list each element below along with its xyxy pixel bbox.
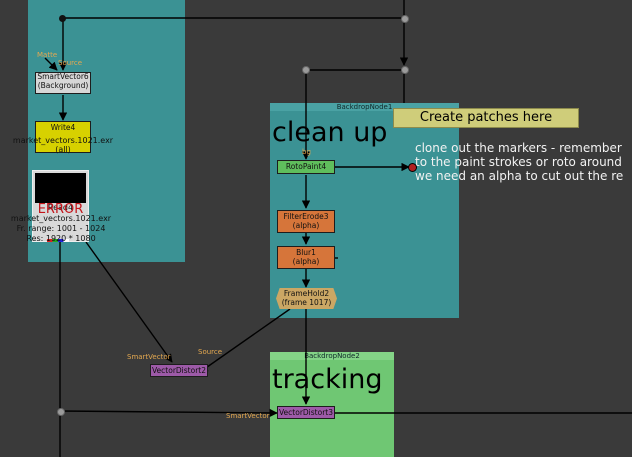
dot-node[interactable] <box>408 163 417 172</box>
note-line: clone out the markers - remember <box>415 141 622 155</box>
node-vectordistort2[interactable]: VectorDistort2 <box>150 364 208 377</box>
input-label-source: Source <box>58 59 83 67</box>
node-frame-range: Fr. range: 1001 - 1024 <box>16 224 106 233</box>
node-read[interactable]: Read4 ERROR <box>32 170 89 242</box>
backdrop-title: BackdropNode1 <box>270 103 459 111</box>
dot-node[interactable] <box>57 408 65 416</box>
input-label-smartvector: SmartVector <box>127 353 171 361</box>
dot-node[interactable] <box>302 66 310 74</box>
node-subtitle: (frame 1017) <box>281 297 332 307</box>
node-name: SmartVector6 <box>37 72 89 81</box>
node-vectordistort3[interactable]: VectorDistort3 <box>277 406 335 419</box>
node-name: FrameHold2 <box>283 289 330 298</box>
node-smartvector6[interactable]: SmartVector6 (Background) <box>35 72 91 94</box>
node-name: VectorDistort3 <box>279 408 333 417</box>
dot-node[interactable] <box>59 15 66 22</box>
node-name: Blur1 <box>296 248 316 257</box>
node-rotopaint4[interactable]: RotoPaint4 <box>277 160 335 174</box>
input-label-smartvector: SmartVector <box>226 412 270 420</box>
sticky-note-create-patches[interactable]: Create patches here <box>393 108 579 128</box>
dot-node[interactable] <box>401 66 409 74</box>
read-error-label: ERROR <box>37 202 84 217</box>
node-name: VectorDistort2 <box>152 366 206 375</box>
node-subtitle: (Background) <box>37 80 89 90</box>
node-subtitle: (all) <box>55 145 71 154</box>
backdrop-title: BackdropNode2 <box>270 352 394 360</box>
node-name: FilterErode3 <box>283 212 329 221</box>
node-write4[interactable]: Write4 <box>35 121 91 153</box>
node-framehold2[interactable]: FrameHold2 (frame 1017) <box>276 288 337 309</box>
note-line: we need an alpha to cut out the re <box>415 169 624 183</box>
node-filtererode3[interactable]: FilterErode3 (alpha) <box>277 210 335 233</box>
node-file-label: market_vectors.1021.exr <box>10 214 112 223</box>
node-resolution: Res: 1920 * 1080 <box>26 234 96 243</box>
node-subtitle: (alpha) <box>292 256 320 266</box>
dot-node[interactable] <box>401 15 409 23</box>
node-name: Write4 <box>50 123 76 132</box>
channel-indicator <box>47 239 69 242</box>
read-thumbnail <box>35 173 86 203</box>
node-file-label: market_vectors.1021.exr <box>12 136 114 145</box>
input-label-matte: Matte <box>37 51 58 59</box>
input-label-bg: bg <box>302 148 311 156</box>
input-label-source: Source <box>198 348 223 356</box>
node-blur1[interactable]: Blur1 (alpha) <box>277 246 335 269</box>
node-name: RotoPaint4 <box>285 162 327 171</box>
note-line: to the paint strokes or roto around <box>415 155 622 169</box>
read-node-name: Read4 <box>47 203 74 212</box>
backdrop-heading: tracking <box>272 364 383 395</box>
node-subtitle: (alpha) <box>292 220 320 230</box>
backdrop-heading: clean up <box>272 117 388 148</box>
backdrop-tracking[interactable]: BackdropNode2 tracking <box>270 352 394 457</box>
